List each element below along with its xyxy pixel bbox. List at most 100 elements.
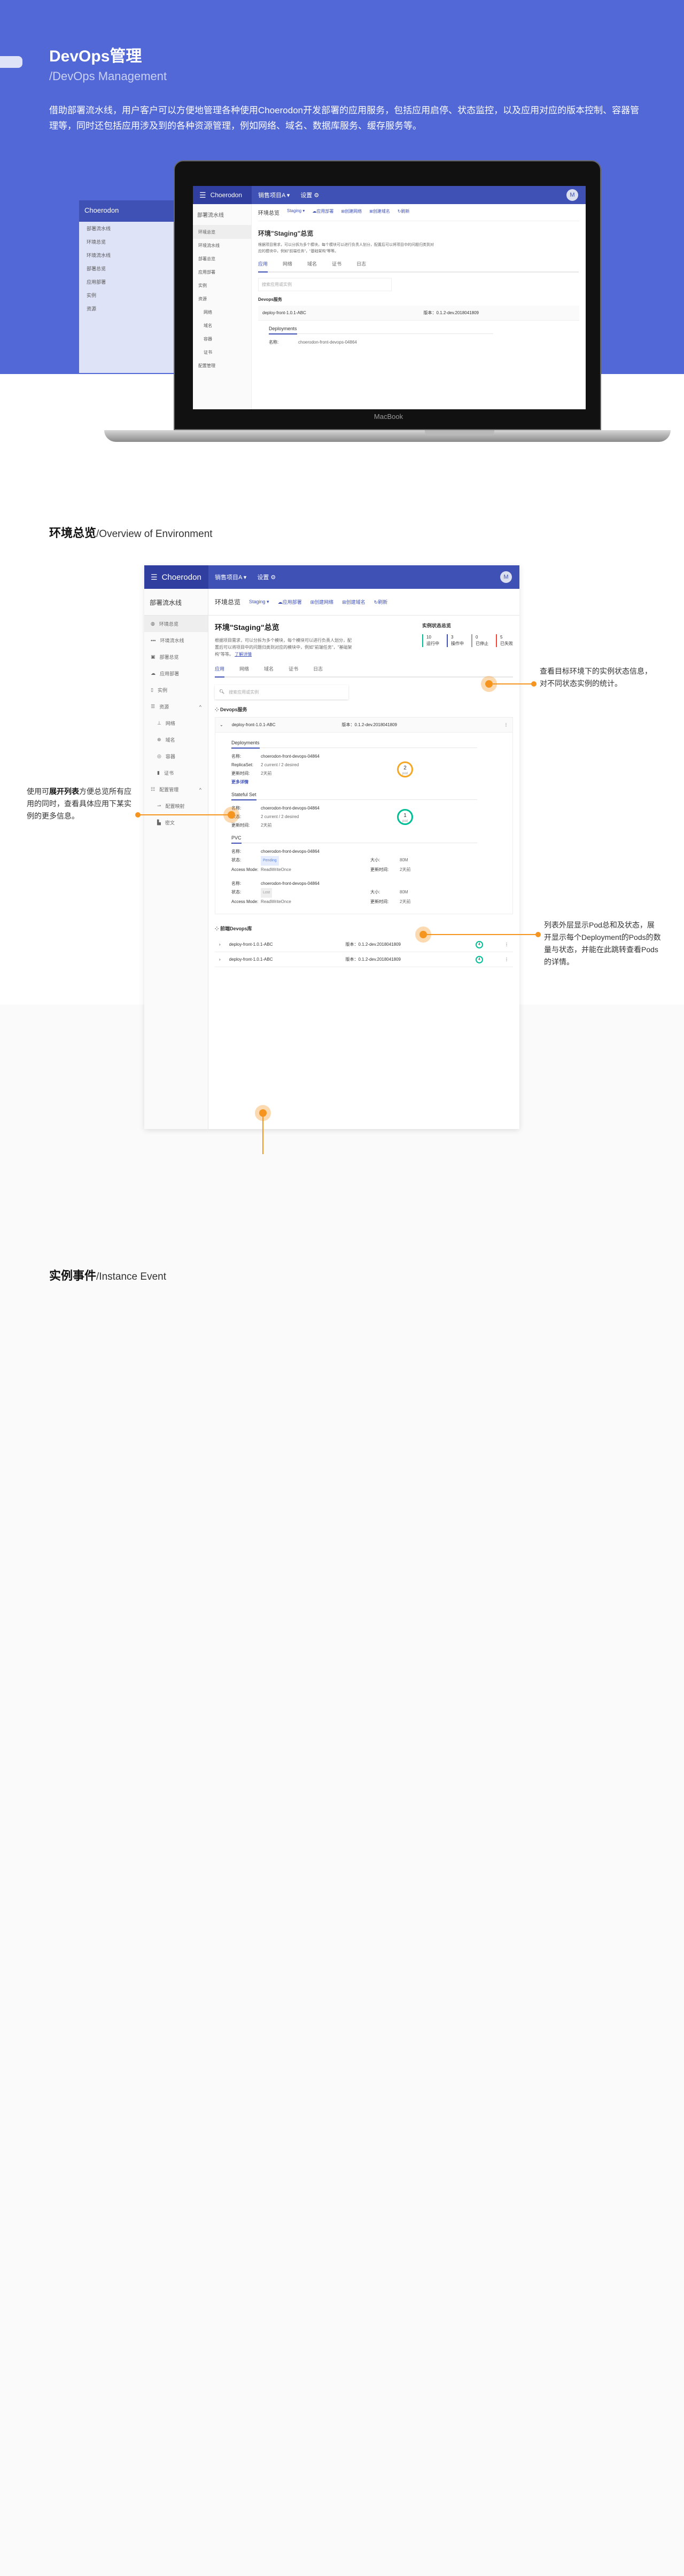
status-badge: Pending <box>261 856 279 866</box>
page-heading: 环境"Staging"总览 <box>258 230 314 237</box>
sidebar-item[interactable]: 容器 <box>204 337 212 341</box>
create-domain-button[interactable]: ⊞创建域名 <box>342 600 366 605</box>
back-app-item: 资源 <box>87 306 97 312</box>
sidebar-item[interactable]: 应用部署 <box>198 270 215 275</box>
deploy-button[interactable]: ☁应用部署 <box>277 600 302 605</box>
back-app-item: 环境总览 <box>87 239 106 245</box>
sidebar-item-container[interactable]: ◎容器 <box>157 753 175 759</box>
avatar[interactable]: M <box>500 571 512 583</box>
pod-count[interactable]: 4 <box>476 940 483 948</box>
laptop-sidebar: 部署流水线 环境总览 环境流水线 部署总览 应用部署 实例 资源 网络 域名 容… <box>193 204 252 409</box>
database-icon: ☰ <box>151 704 156 709</box>
tab-network[interactable]: 网络 <box>239 666 250 672</box>
back-app-header: Choerodon <box>79 200 191 222</box>
cloud-icon: ☁ <box>151 671 156 676</box>
instance-name: deploy-front-1.0.1-ABC <box>262 310 306 315</box>
more-icon[interactable]: ⋮ <box>504 722 508 727</box>
learn-more-link[interactable]: 了解详情 <box>235 652 252 657</box>
menu-icon: ☰ <box>199 190 206 199</box>
sidebar-item[interactable]: 环境总览 <box>193 225 251 239</box>
sidebar-item-secret[interactable]: ▙密文 <box>157 820 175 826</box>
toolbar: 环境总览 Staging ▾ ☁应用部署 ⊞创建网络 ⊞创建域名 ↻刷新 <box>208 589 519 616</box>
sidebar-item-domain[interactable]: ⊕域名 <box>157 737 175 743</box>
sidebar-item[interactable]: 证书 <box>204 350 212 355</box>
events-section-bg <box>0 1154 684 1742</box>
sidebar-item-deploy-overview[interactable]: ▣部署总览 <box>151 654 179 660</box>
create-domain-button[interactable]: ⊞创建域名 <box>369 209 390 214</box>
create-network-button[interactable]: ⊞创建网络 <box>341 209 362 214</box>
overview-section: 环境总览/Overview of Environment ☰Choerodon … <box>0 526 684 1129</box>
sidebar-item[interactable]: 配置管理 <box>198 363 215 368</box>
create-network-button[interactable]: ⊞创建网络 <box>310 600 334 605</box>
project-select[interactable]: 销售项目A ▾ <box>215 574 247 581</box>
tab-app[interactable]: 应用 <box>215 665 225 678</box>
deployment-kv: 名称:choerodon-front-devops-04864 <box>269 340 357 345</box>
tab-cert[interactable]: 证书 <box>332 261 342 267</box>
sidebar-item[interactable]: 域名 <box>204 323 212 328</box>
container-icon: ◎ <box>157 753 161 759</box>
pod-count[interactable]: 4 <box>476 955 483 963</box>
hero-subtitle: /DevOps Management <box>49 69 167 83</box>
settings-link[interactable]: 设置 ⚙ <box>300 192 320 199</box>
tab-domain[interactable]: 域名 <box>307 261 317 267</box>
refresh-button[interactable]: ↻刷新 <box>397 209 410 214</box>
deployment-info: 名称:choerodon-front-devops-04864 ReplicaS… <box>231 752 397 787</box>
sidebar-item[interactable]: 实例 <box>198 283 207 288</box>
more-details-link[interactable]: 更多详情 <box>231 780 248 784</box>
sidebar-item[interactable]: 网络 <box>204 310 212 315</box>
sidebar-item-network[interactable]: ⊥网络 <box>157 720 175 726</box>
sidebar-item-certificate[interactable]: ▮证书 <box>157 770 174 776</box>
annotation-line <box>423 934 538 935</box>
sidebar-item-configmap[interactable]: ⇀配置映射 <box>157 803 185 809</box>
laptop-notch <box>425 430 494 435</box>
avatar[interactable]: M <box>566 189 578 201</box>
tab-network[interactable]: 网络 <box>283 261 293 267</box>
app-logo[interactable]: ☰Choerodon <box>144 565 208 589</box>
pvc-heading: PVC <box>231 835 477 844</box>
sidebar-item[interactable]: 部署总览 <box>198 256 215 261</box>
more-icon[interactable]: ⋮ <box>504 942 509 947</box>
chevron-right-icon: › <box>219 957 221 962</box>
more-icon[interactable]: ⋮ <box>504 957 509 962</box>
annotation-stats: 查看目标环境下的实例状态信息，对不同状态实例的统计。 <box>540 667 652 688</box>
section-title: 环境总览/Overview of Environment <box>49 526 213 540</box>
app-logo[interactable]: ☰Choerodon <box>193 186 252 204</box>
sidebar-item-resource[interactable]: ☰资源^ <box>151 704 201 710</box>
sidebar-item-app-deploy[interactable]: ☁应用部署 <box>151 671 180 676</box>
tab-log[interactable]: 日志 <box>356 261 367 267</box>
sidebar-item[interactable]: 环境流水线 <box>198 243 220 248</box>
project-select[interactable]: 销售项目A ▾ <box>258 192 290 199</box>
sidebar-item-instance[interactable]: ▯实例 <box>151 687 167 693</box>
deploy-button[interactable]: ☁应用部署 <box>312 209 334 214</box>
tab-cert[interactable]: 证书 <box>289 666 299 672</box>
search-input[interactable]: 🔍︎搜索应用或实例 <box>215 685 348 699</box>
env-select[interactable]: Staging ▾ <box>249 599 269 604</box>
search-input[interactable]: 搜索应用或实例 <box>258 278 392 291</box>
sidebar-item-config[interactable]: ☷配置管理^ <box>151 787 201 792</box>
env-select[interactable]: Staging ▾ <box>287 208 305 213</box>
page-description: 根据项目需求，可以分拆为多个模块，每个模块可以进行负责人划分，配置后可以将项目中… <box>258 243 434 253</box>
page-heading: 环境"Staging"总览 <box>215 623 279 632</box>
tab-log[interactable]: 日志 <box>313 666 323 672</box>
page-body: 环境"Staging"总览 根据项目需求，可以分拆为多个模块，每个模块可以进行负… <box>208 616 519 974</box>
map-icon: ⇀ <box>157 803 161 808</box>
search-icon: 🔍︎ <box>219 689 225 694</box>
tab-domain[interactable]: 域名 <box>264 666 274 672</box>
sidebar-item[interactable]: 资源 <box>198 297 207 301</box>
sidebar-item-env-overview[interactable]: ◍环境总览 <box>144 616 208 632</box>
sidebar-item-env-pipeline[interactable]: •••环境流水线 <box>151 637 184 644</box>
sidebar: 部署流水线 ◍环境总览 •••环境流水线 ▣部署总览 ☁应用部署 ▯实例 ☰资源… <box>144 589 208 1129</box>
settings-link[interactable]: 设置 ⚙ <box>257 574 276 581</box>
refresh-button[interactable]: ↻刷新 <box>374 600 388 605</box>
tab-app[interactable]: 应用 <box>258 260 268 273</box>
